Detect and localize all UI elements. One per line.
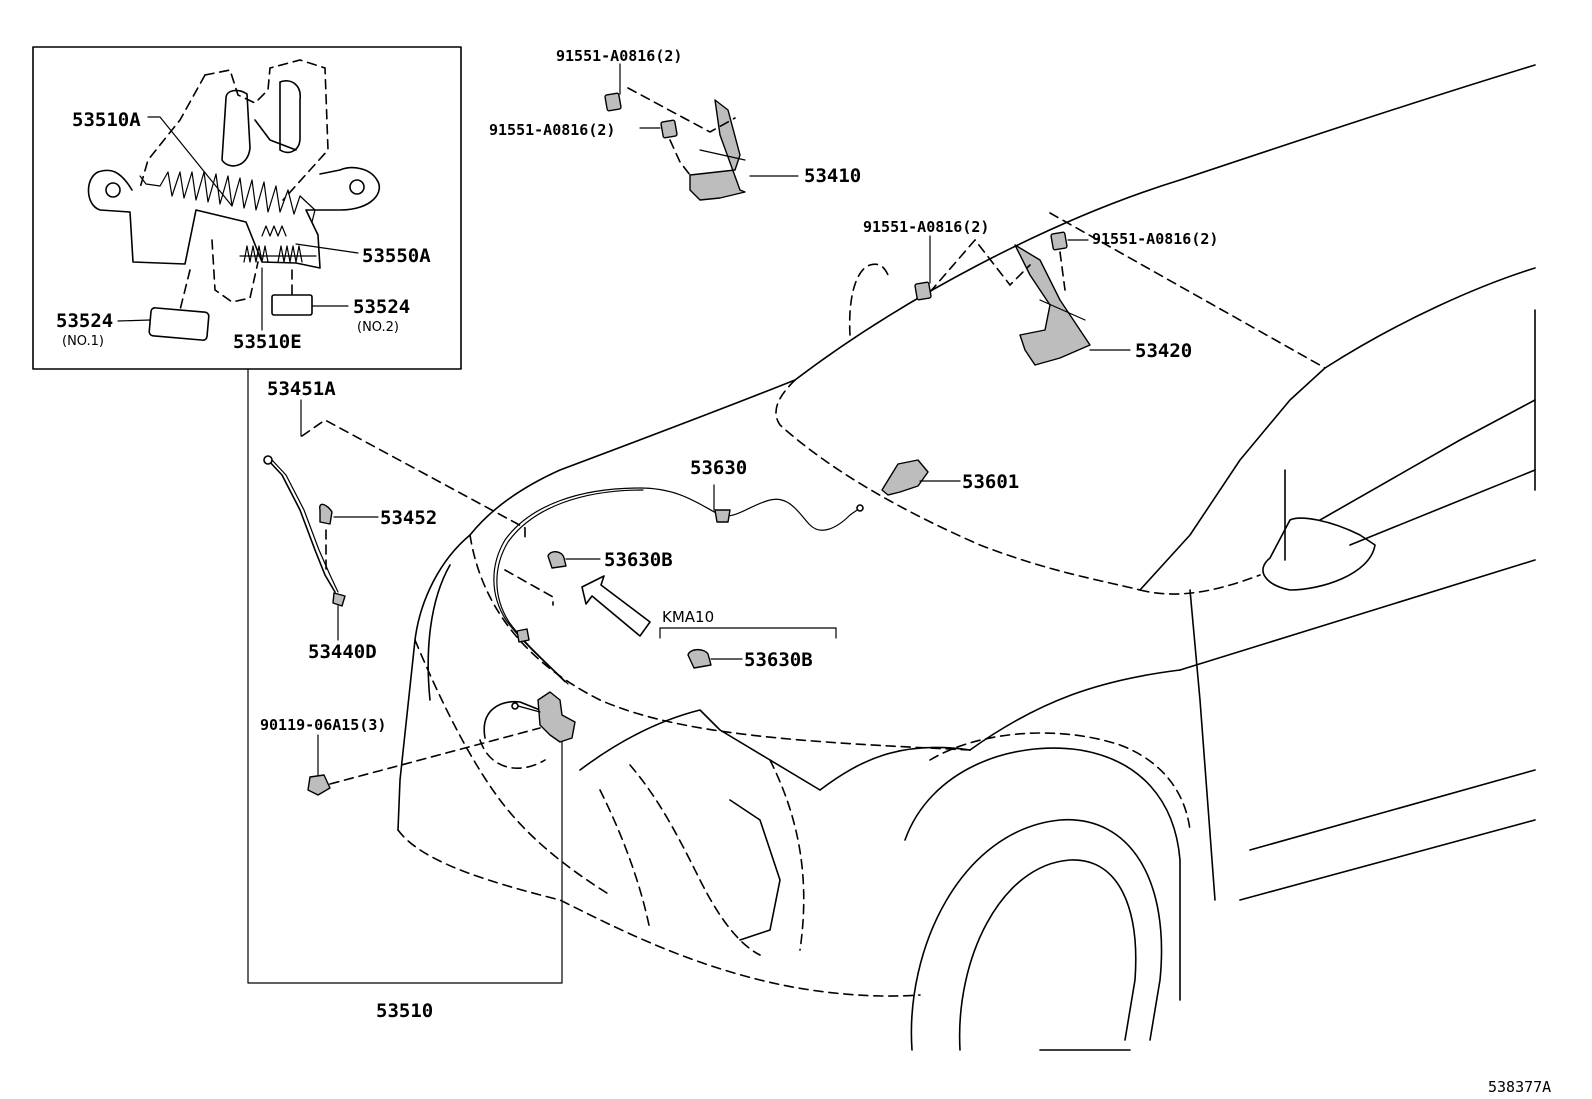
figure-id: 538377A — [1488, 1078, 1551, 1096]
label-53510A: 53510A — [72, 109, 141, 131]
label-53630B-a: 53630B — [604, 549, 673, 571]
label-53510: 53510 — [376, 1000, 433, 1022]
label-91551-a0816-d: 91551-A0816(2) — [1092, 230, 1218, 248]
label-53452: 53452 — [380, 507, 437, 529]
label-53524-no1-sub: (NO.1) — [62, 334, 104, 349]
label-90119-06a15: 90119-06A15(3) — [260, 716, 386, 734]
label-53410: 53410 — [804, 165, 861, 187]
label-53550A: 53550A — [362, 245, 431, 267]
hood-lock-assembly — [307, 691, 576, 796]
release-cable — [493, 484, 864, 685]
label-kma10: KMA10 — [662, 608, 714, 626]
kma10-group — [659, 627, 837, 669]
label-53630: 53630 — [690, 457, 747, 479]
label-53630B-b: 53630B — [744, 649, 813, 671]
hood-hinge-left — [604, 63, 799, 201]
hood-hinge-right — [914, 231, 1131, 366]
hood-support-rod — [247, 368, 563, 984]
label-53420: 53420 — [1135, 340, 1192, 362]
label-91551-a0816-a: 91551-A0816(2) — [556, 47, 682, 65]
release-lever — [881, 459, 961, 496]
label-53601: 53601 — [962, 471, 1019, 493]
vehicle-outline — [397, 64, 1536, 1051]
label-53524-no1: 53524 — [56, 310, 113, 332]
label-53451A: 53451A — [267, 378, 336, 400]
label-53524-no2-sub: (NO.2) — [357, 320, 399, 335]
label-91551-a0816-c: 91551-A0816(2) — [863, 218, 989, 236]
label-53510E: 53510E — [233, 331, 302, 353]
label-53524-no2: 53524 — [353, 296, 410, 318]
label-53440D: 53440D — [308, 641, 377, 663]
lock-detail-inset — [32, 46, 462, 370]
label-91551-a0816-b: 91551-A0816(2) — [489, 121, 615, 139]
